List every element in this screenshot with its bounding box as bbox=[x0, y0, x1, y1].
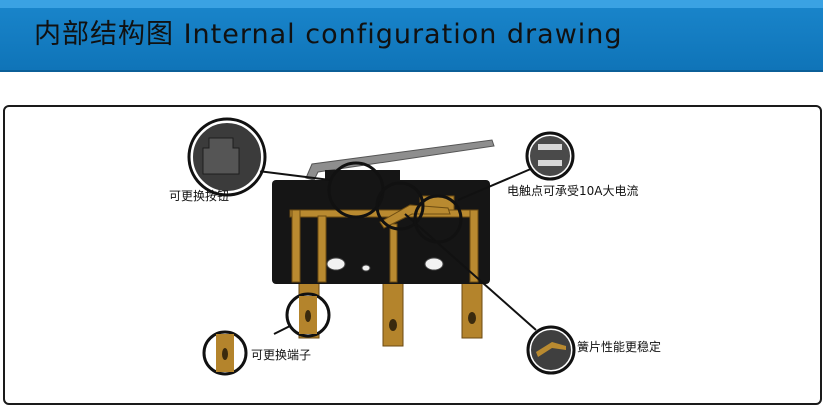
callout-contact-circle bbox=[525, 131, 575, 181]
banner-title: 内部结构图 Internal configuration drawing bbox=[34, 19, 623, 50]
callout-reed-circle bbox=[526, 325, 576, 375]
housing-holes bbox=[326, 257, 444, 272]
diagram-frame bbox=[3, 105, 822, 405]
callout-button-circle bbox=[187, 117, 267, 197]
switch-reed-highlight bbox=[375, 181, 425, 231]
label-replaceable-button: 可更换按钮 bbox=[169, 189, 230, 203]
callout-terminal2-circle bbox=[202, 330, 248, 376]
label-stable-reed: 簧片性能更稳定 bbox=[577, 340, 662, 354]
switch-contact-highlight bbox=[413, 194, 463, 244]
callout-terminal-circle bbox=[285, 292, 331, 338]
label-replaceable-terminal: 可更换端子 bbox=[251, 348, 312, 362]
internal-brass-frame bbox=[289, 195, 479, 283]
title-banner: 内部结构图 Internal configuration drawing bbox=[0, 0, 823, 72]
banner-highlight bbox=[0, 0, 823, 8]
label-contact-10a: 电触点可承受10A大电流 bbox=[507, 184, 639, 198]
